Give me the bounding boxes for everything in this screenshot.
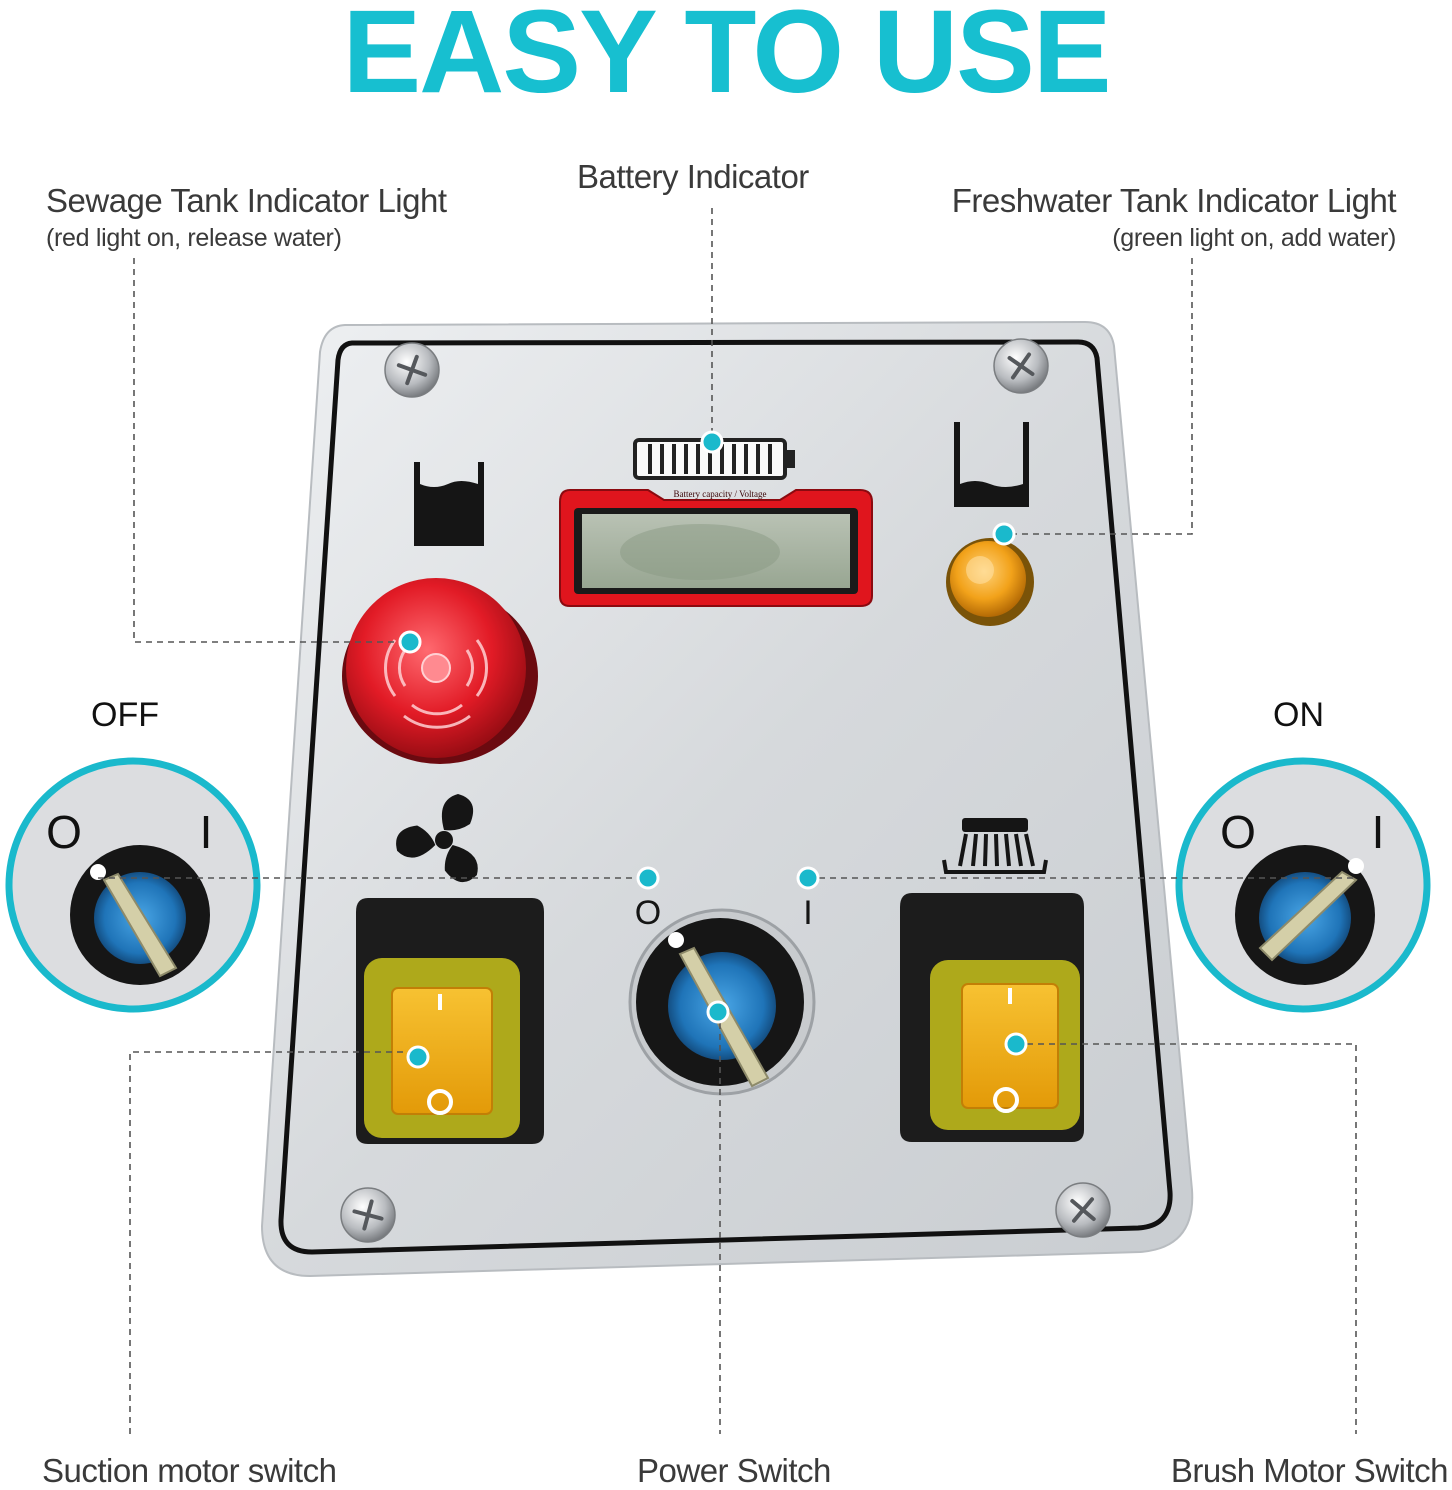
screw-bottom-left: [340, 1187, 396, 1243]
zoom-on-i-mark: I: [1372, 806, 1385, 858]
headline: EASY TO USE: [342, 0, 1111, 118]
power-callout-dot: [706, 1000, 730, 1024]
freshwater-callout-line: [1004, 258, 1193, 535]
zoom-switch-off: O I: [5, 757, 261, 1013]
screw-bottom-right: [1055, 1182, 1111, 1238]
tank-low-icon: [954, 422, 1029, 507]
zoom-off-o-mark: O: [46, 806, 82, 858]
brush-motor-switch[interactable]: [900, 893, 1084, 1142]
suction-motor-switch[interactable]: [356, 898, 544, 1144]
sewage-tank-note: (red light on, release water): [46, 224, 342, 252]
rocker-off-mark: [427, 1089, 453, 1115]
freshwater-tank-label: Freshwater Tank Indicator Light: [951, 182, 1397, 219]
suction-motor-switch-label: Suction motor switch: [42, 1452, 337, 1489]
zoom-off-i-mark: I: [200, 806, 213, 858]
battery-indicator-label: Battery Indicator: [577, 158, 809, 195]
on-state-label: ON: [1273, 696, 1324, 734]
zoom-switch-on: O I: [1175, 757, 1431, 1013]
off-state-label: OFF: [91, 696, 159, 734]
power-switch-label: Power Switch: [637, 1452, 831, 1489]
battery-display: Battery capacity / Voltage: [559, 489, 873, 607]
freshwater-tank-note: (green light on, add water): [1112, 224, 1396, 252]
freshwater-indicator-light: [946, 538, 1034, 626]
screw-top-right: [993, 338, 1049, 394]
freshwater-callout-dot: [992, 522, 1016, 546]
battery-callout-dot: [700, 430, 724, 454]
power-off-mark: O: [635, 894, 661, 932]
callout-dots: [398, 430, 1028, 1069]
tank-full-icon: [414, 462, 484, 546]
battery-icon: [633, 438, 795, 480]
brush-motor-switch-label: Brush Motor Switch: [1170, 1452, 1449, 1489]
brush-icon: [942, 818, 1048, 874]
on-callout-dot: [796, 866, 820, 890]
power-switch[interactable]: O I: [628, 894, 816, 1096]
screw-top-left: [384, 342, 440, 398]
suction-callout-dot: [406, 1045, 430, 1069]
suction-callout-line: [129, 1051, 418, 1434]
rocker-off-mark: [993, 1087, 1019, 1113]
callout-lines: [98, 208, 1357, 1434]
sewage-tank-label: Sewage Tank Indicator Light: [46, 182, 447, 219]
display-caption: Battery capacity / Voltage: [674, 489, 767, 499]
fan-icon: [396, 794, 478, 883]
zoom-on-o-mark: O: [1220, 806, 1256, 858]
brush-callout-dot: [1004, 1032, 1028, 1056]
power-on-mark: I: [803, 894, 812, 932]
off-callout-dot: [636, 866, 660, 890]
sewage-indicator-light: [342, 578, 538, 764]
brush-callout-line: [1016, 1043, 1357, 1434]
sewage-callout-dot: [398, 630, 422, 654]
